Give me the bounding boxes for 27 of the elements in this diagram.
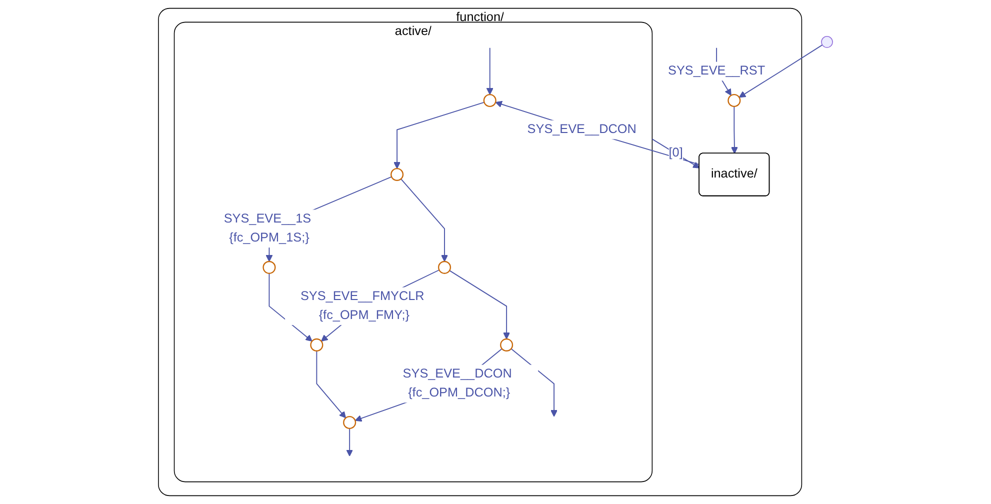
node-circle [483,94,496,108]
node-circle [390,168,404,181]
arrow [400,178,448,262]
arrow [449,270,510,340]
arrow [394,102,485,169]
node-circle [262,260,276,274]
node-circle [728,94,741,108]
node-circle [310,338,324,352]
node-circle [343,416,356,430]
arrow [346,428,354,456]
arrow [486,47,494,95]
edge-label: SYS_EVE__RST [668,64,766,78]
arrow [495,100,700,166]
edge-label: SYS_EVE__1S {fc_OPM_1S;} [224,212,312,244]
edge-label: SYS_EVE__DCON {fc_OPM_DCON;} [402,367,512,400]
arrow [738,44,823,98]
arrow [316,350,346,418]
arrow [510,348,558,417]
edge-label: [0] [668,146,683,160]
arrow [652,138,700,168]
node-circle [821,36,833,48]
arrow [268,272,312,342]
node-circle [500,338,514,352]
edge-label: SYS_EVE__DCON [527,122,636,136]
arrow [730,106,738,154]
edge-label: SYS_EVE__FMYCLR {fc_OPM_FMY;} [300,290,424,322]
node-circle [438,260,452,274]
